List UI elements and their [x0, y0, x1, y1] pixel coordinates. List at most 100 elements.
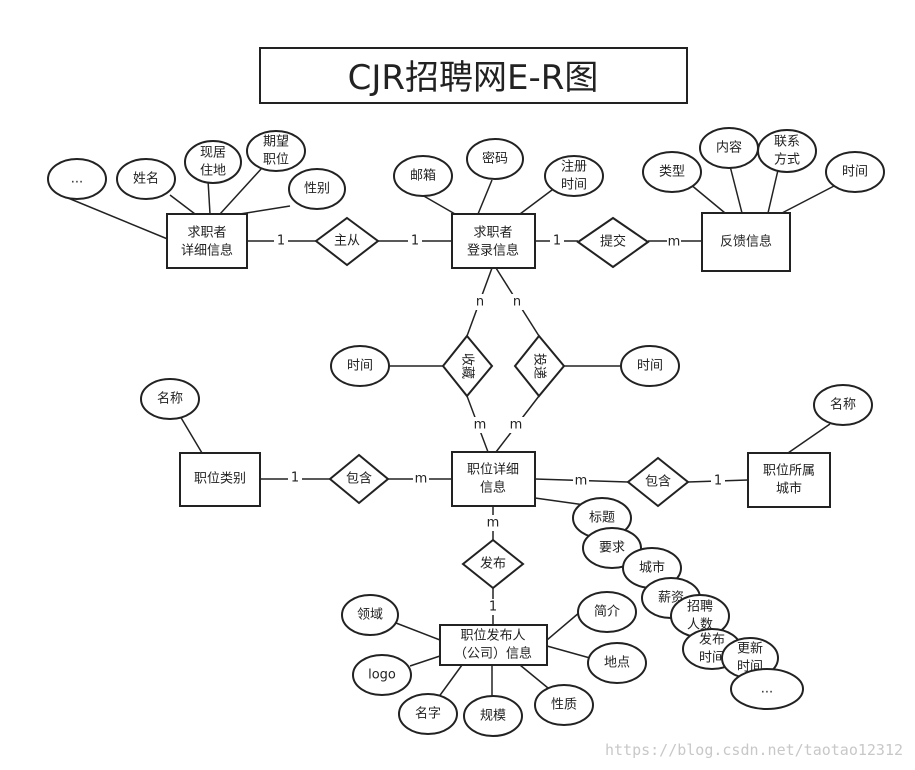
svg-text:包含: 包含	[346, 471, 372, 487]
svg-text:m: m	[575, 474, 588, 489]
attr-name: 姓名	[116, 158, 176, 200]
svg-text:性质: 性质	[551, 698, 577, 713]
svg-text:...: ...	[761, 682, 773, 697]
watermark-text: https://blog.csdn.net/taotao12312	[605, 741, 903, 759]
svg-text:更新: 更新	[737, 641, 763, 657]
svg-text:现居: 现居	[200, 146, 226, 161]
svg-text:标题: 标题	[589, 511, 615, 526]
svg-text:职位类别: 职位类别	[194, 472, 246, 487]
svg-text:发布: 发布	[699, 632, 725, 648]
svg-text:logo: logo	[368, 668, 396, 683]
entity-job-detail: 职位详细 信息	[451, 451, 536, 507]
svg-text:类型: 类型	[659, 165, 685, 180]
svg-text:1: 1	[411, 234, 419, 249]
svg-text:方式: 方式	[774, 152, 800, 168]
diagram-title: CJR招聘网E-R图	[348, 58, 599, 98]
svg-text:详细信息: 详细信息	[181, 243, 233, 259]
svg-text:1: 1	[489, 600, 497, 615]
svg-text:要求: 要求	[599, 541, 625, 556]
attributes-publisher: 领域 logo 名字 规模 性质 地点 简介	[341, 591, 647, 737]
title-box	[259, 47, 688, 104]
svg-text:提交: 提交	[600, 234, 626, 250]
attr-scale: 规模	[463, 695, 523, 737]
svg-text:包含: 包含	[645, 474, 671, 490]
entity-publisher: 职位发布人 （公司）信息	[439, 624, 548, 666]
svg-text:期望: 期望	[263, 134, 289, 150]
svg-text:姓名: 姓名	[133, 171, 159, 187]
relationship-favorite: 收藏	[441, 334, 494, 398]
attr-logo: logo	[352, 654, 412, 696]
attr-type: 类型	[642, 151, 702, 193]
svg-text:职位发布人: 职位发布人	[460, 628, 525, 644]
cardinality-labels: 1 1 1 m n n m m 1 m m 1 m 1	[274, 233, 725, 615]
svg-text:城市: 城市	[776, 481, 802, 497]
svg-text:m: m	[474, 418, 487, 433]
svg-text:内容: 内容	[716, 140, 742, 156]
attr-email: 邮箱	[393, 155, 453, 197]
svg-text:城市: 城市	[639, 560, 665, 576]
entity-job-category: 职位类别	[179, 452, 261, 507]
svg-text:性别: 性别	[304, 182, 330, 197]
relationship-master-slave: 主从	[314, 216, 380, 267]
attr-city-name: 名称	[813, 384, 873, 426]
entity-feedback: 反馈信息	[701, 212, 791, 272]
svg-text:联系: 联系	[774, 135, 800, 150]
attr-content: 内容	[699, 127, 759, 169]
svg-text:反馈信息: 反馈信息	[720, 234, 772, 250]
svg-text:住地: 住地	[200, 164, 226, 179]
entity-job-city: 职位所属 城市	[747, 452, 831, 508]
attr-location: 地点	[587, 642, 647, 684]
attr-field: 领域	[341, 594, 399, 636]
svg-text:主从: 主从	[334, 234, 360, 249]
svg-text:时间: 时间	[347, 359, 373, 374]
svg-text:（公司）信息: （公司）信息	[454, 646, 532, 662]
svg-text:...: ...	[71, 172, 83, 187]
svg-text:职位: 职位	[263, 153, 289, 168]
svg-text:时间: 时间	[561, 178, 587, 193]
svg-text:收藏: 收藏	[460, 353, 475, 379]
svg-text:招聘: 招聘	[687, 600, 713, 615]
svg-text:地点: 地点	[604, 656, 630, 671]
attr-deliver-time: 时间	[620, 345, 680, 387]
relationship-contain-left: 包含	[328, 453, 390, 505]
svg-text:规模: 规模	[480, 709, 506, 724]
svg-text:注册: 注册	[561, 160, 587, 175]
attr-favorite-time: 时间	[330, 345, 390, 387]
svg-text:邮箱: 邮箱	[410, 168, 436, 184]
attr-more: ...	[47, 158, 107, 200]
svg-text:名称: 名称	[157, 391, 183, 407]
entity-seeker-login: 求职者 登录信息	[451, 213, 536, 269]
svg-text:登录信息: 登录信息	[467, 243, 519, 259]
svg-text:时间: 时间	[842, 165, 868, 180]
svg-text:名称: 名称	[830, 397, 856, 413]
attr-intro: 简介	[577, 591, 637, 633]
attr-category-name: 名称	[140, 378, 200, 420]
attr-time: 时间	[825, 151, 885, 193]
attr-password: 密码	[466, 138, 524, 180]
svg-text:名字: 名字	[415, 706, 441, 722]
attr-gender: 性别	[288, 168, 346, 210]
svg-text:1: 1	[291, 471, 299, 486]
relationship-submit: 提交	[576, 216, 650, 269]
svg-text:密码: 密码	[482, 151, 508, 167]
relationship-publish: 发布	[461, 538, 525, 590]
svg-text:时间: 时间	[637, 359, 663, 374]
svg-text:简介: 简介	[594, 604, 620, 620]
attr-nature: 性质	[534, 684, 594, 726]
svg-text:m: m	[415, 472, 428, 487]
svg-text:m: m	[510, 418, 523, 433]
svg-text:1: 1	[277, 234, 285, 249]
svg-text:时间: 时间	[699, 651, 725, 666]
svg-text:1: 1	[714, 474, 722, 489]
entity-seeker-detail: 求职者 详细信息	[166, 213, 248, 269]
svg-text:领域: 领域	[357, 608, 383, 623]
